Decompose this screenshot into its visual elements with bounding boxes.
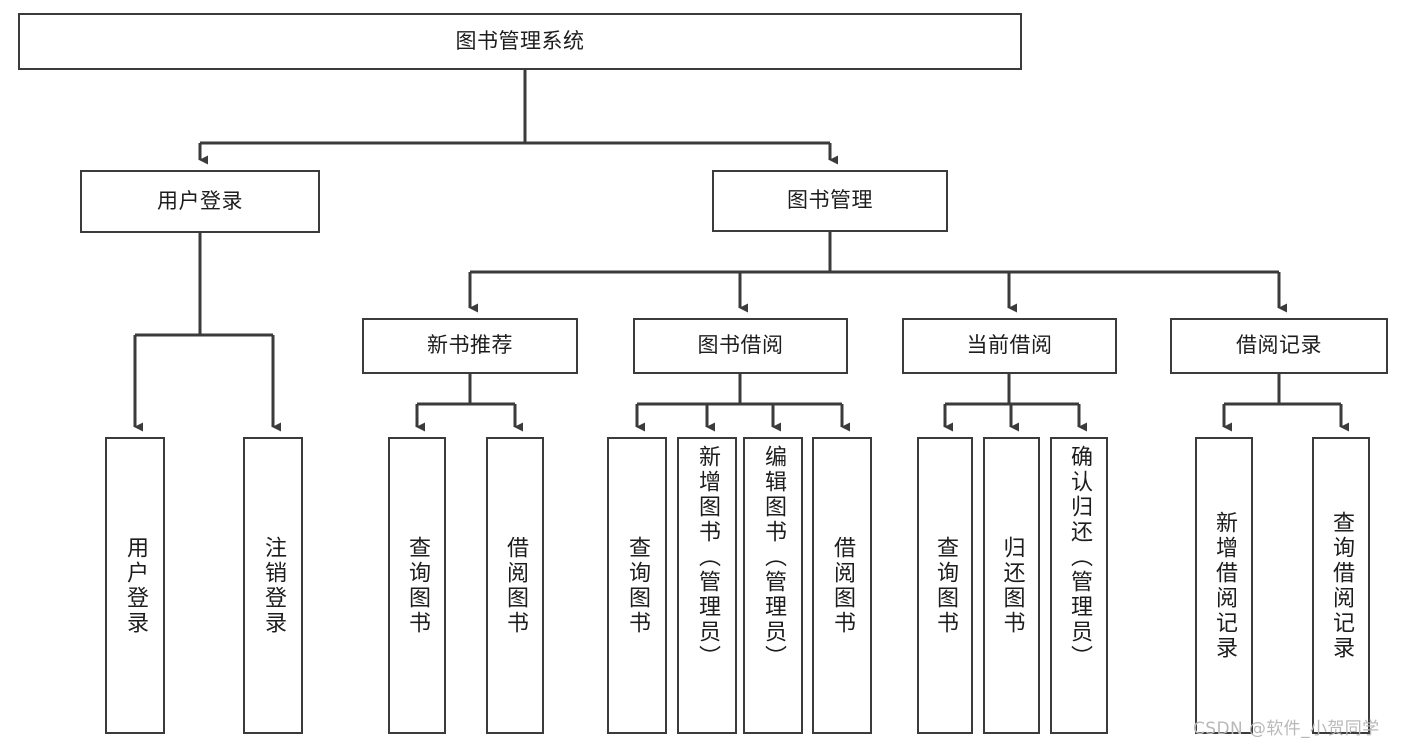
node-leaf-add-book-label: 新增图书（管理员） (695, 445, 720, 670)
node-leaf-edit-book-label: 编辑图书（管理员） (761, 445, 786, 670)
node-borrow-record-label: 借阅记录 (1236, 333, 1322, 358)
node-leaf-return-book[interactable]: 归还图书 (983, 437, 1040, 734)
node-leaf-edit-book[interactable]: 编辑图书（管理员） (743, 437, 803, 734)
node-leaf-add-borrow-record[interactable]: 新增借阅记录 (1195, 437, 1253, 734)
node-leaf-borrow-book-2[interactable]: 借阅图书 (812, 437, 872, 734)
node-leaf-confirm-return-label: 确认归还（管理员） (1067, 445, 1092, 670)
node-leaf-user-login-label: 用户登录 (123, 535, 148, 636)
node-leaf-borrow-book-2-label: 借阅图书 (830, 535, 855, 636)
watermark: CSDN @软件_小贺同学 (1193, 719, 1380, 739)
node-leaf-user-login[interactable]: 用户登录 (105, 437, 165, 734)
node-leaf-query-book-1[interactable]: 查询图书 (388, 437, 446, 734)
node-leaf-query-book-2-label: 查询图书 (625, 535, 650, 636)
node-root[interactable]: 图书管理系统 (18, 13, 1022, 70)
node-leaf-borrow-book-1[interactable]: 借阅图书 (486, 437, 544, 734)
node-new-book-recommend[interactable]: 新书推荐 (362, 318, 578, 374)
node-leaf-query-book-2[interactable]: 查询图书 (607, 437, 667, 734)
node-book-manage-label: 图书管理 (787, 188, 873, 213)
node-leaf-query-book-3-label: 查询图书 (933, 535, 958, 636)
node-user-login-label: 用户登录 (157, 188, 243, 213)
node-leaf-query-borrow-record-label: 查询借阅记录 (1329, 510, 1354, 661)
node-root-label: 图书管理系统 (455, 28, 585, 53)
node-current-borrow[interactable]: 当前借阅 (902, 318, 1117, 374)
node-leaf-confirm-return[interactable]: 确认归还（管理员） (1050, 437, 1108, 734)
node-book-borrow-label: 图书借阅 (697, 333, 784, 358)
node-leaf-return-book-label: 归还图书 (999, 535, 1025, 636)
node-new-book-recommend-label: 新书推荐 (427, 333, 513, 358)
node-book-manage[interactable]: 图书管理 (712, 170, 948, 232)
node-leaf-query-book-1-label: 查询图书 (405, 535, 430, 636)
node-book-borrow[interactable]: 图书借阅 (633, 318, 848, 374)
node-user-login[interactable]: 用户登录 (80, 170, 320, 233)
node-leaf-borrow-book-1-label: 借阅图书 (503, 535, 528, 636)
node-leaf-logout-login[interactable]: 注销登录 (243, 437, 303, 734)
node-leaf-logout-login-label: 注销登录 (261, 535, 286, 636)
node-leaf-query-book-3[interactable]: 查询图书 (917, 437, 973, 734)
node-leaf-add-book[interactable]: 新增图书（管理员） (677, 437, 737, 734)
node-current-borrow-label: 当前借阅 (966, 333, 1053, 358)
node-leaf-add-borrow-record-label: 新增借阅记录 (1212, 510, 1237, 661)
node-leaf-query-borrow-record[interactable]: 查询借阅记录 (1312, 437, 1370, 734)
node-borrow-record[interactable]: 借阅记录 (1170, 318, 1388, 374)
